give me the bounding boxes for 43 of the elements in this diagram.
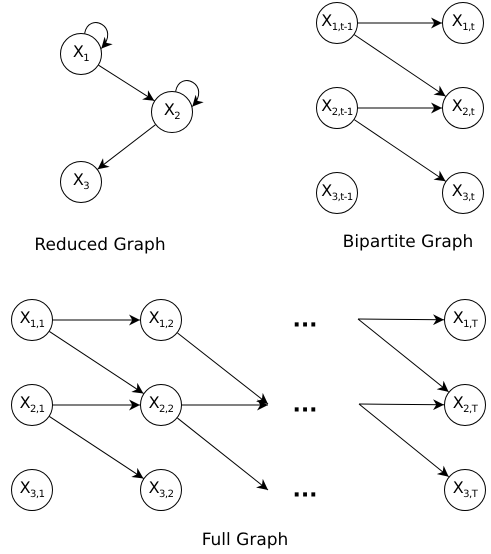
- arrow: [175, 80, 204, 108]
- arrow: [358, 314, 444, 326]
- variable-node: X$_{2,t}$: [442, 87, 484, 129]
- arrow: [49, 416, 144, 479]
- variable-node: X$_{3}$: [60, 161, 102, 203]
- ellipsis: ...: [292, 392, 318, 418]
- variable-node: X$_{1,t-1}$: [316, 2, 358, 44]
- arrow: [176, 418, 268, 490]
- arrow: [354, 34, 446, 97]
- variable-node: X$_{3,t}$: [442, 172, 484, 214]
- variable-node: X$_{3,T}$: [444, 469, 486, 511]
- variable-node: X$_{2,2}$: [140, 384, 182, 426]
- variable-node: X$_{2,T}$: [444, 384, 486, 426]
- variable-node: X$_{1,2}$: [140, 299, 182, 341]
- arrow: [49, 331, 144, 394]
- arrow: [358, 404, 450, 478]
- arrow: [98, 64, 155, 102]
- variable-node: X$_{2,t-1}$: [316, 87, 358, 129]
- variable-node: X$_{1,T}$: [444, 299, 486, 341]
- graph-title: Reduced Graph: [34, 235, 166, 255]
- arrow: [358, 399, 444, 410]
- arrow: [358, 102, 442, 114]
- arrow: [177, 332, 268, 404]
- variable-node: X$_{2,1}$: [11, 384, 53, 426]
- variable-node: X$_{3,t-1}$: [316, 172, 358, 214]
- variable-node: X$_{2}$: [151, 91, 193, 133]
- variable-node: X$_{1}$: [60, 33, 102, 75]
- arrow: [52, 314, 140, 326]
- arrow: [358, 318, 450, 392]
- arrow: [354, 119, 446, 182]
- arrow: [84, 22, 112, 50]
- variable-node: X$_{3,1}$: [11, 469, 53, 511]
- ellipsis: ...: [292, 478, 318, 502]
- graph-title: Full Graph: [202, 530, 288, 550]
- variable-node: X$_{1,t}$: [442, 2, 484, 44]
- graph-title: Bipartite Graph: [342, 232, 474, 252]
- ellipsis: ...: [292, 308, 318, 332]
- arrow: [182, 400, 268, 410]
- arrow: [358, 18, 442, 28]
- arrow: [97, 124, 156, 170]
- arrow: [52, 400, 140, 410]
- variable-node: X$_{1,1}$: [11, 299, 53, 341]
- variable-node: X$_{3,2}$: [140, 469, 182, 511]
